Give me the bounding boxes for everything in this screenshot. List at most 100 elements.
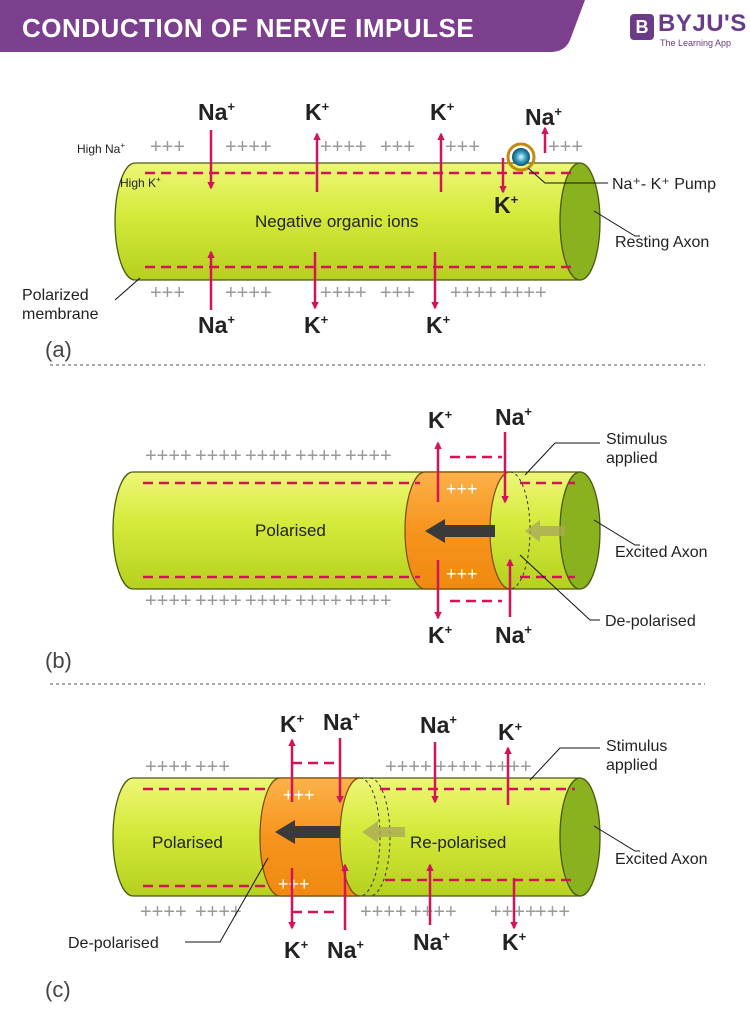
axon-body [112, 777, 581, 897]
plus-signs: +++ [446, 479, 478, 499]
ion-label-na: Na+ [495, 404, 532, 430]
plus-signs: ++++ [140, 901, 187, 923]
panel-b: ++++ ++++ ++++ ++++ ++++ ++++ ++++ ++++ … [45, 404, 708, 673]
ion-label-k: K+ [502, 929, 527, 955]
plus-signs: ++++ [145, 590, 192, 612]
plus-signs: +++ [535, 901, 570, 923]
plus-signs: ++++ [360, 901, 407, 923]
region-boundary [369, 777, 391, 897]
plus-signs: +++ [548, 136, 583, 158]
plus-signs: ++++ [345, 445, 392, 467]
plus-signs: ++++ [500, 282, 547, 304]
impulse-direction-arrow [275, 820, 340, 844]
plus-signs: ++++ [195, 901, 242, 923]
stimulus-label: Stimulus [606, 738, 667, 755]
plus-signs: +++ [278, 874, 310, 894]
panel-id: (b) [45, 648, 72, 673]
title-banner: CONDUCTION OF NERVE IMPULSE [0, 0, 585, 56]
axon-end [559, 777, 601, 897]
byjus-logo[interactable]: B BYJU'S The Learning App [630, 8, 746, 54]
ion-label-k: K+ [428, 407, 453, 433]
plus-signs: ++++ [195, 445, 242, 467]
ion-label-na: Na+ [323, 709, 360, 735]
plus-signs: ++++ [435, 756, 482, 778]
ion-label-na: Na+ [198, 312, 235, 338]
plus-signs: +++ [195, 756, 230, 778]
axon-leader-line [593, 519, 640, 546]
plus-signs: +++ [446, 564, 478, 584]
center-label: Negative organic ions [255, 212, 418, 231]
ion-label-k: K+ [494, 192, 519, 218]
plus-signs: ++++ [145, 445, 192, 467]
plus-signs: +++ [380, 136, 415, 158]
axon-end [559, 162, 601, 281]
axon-body [114, 162, 581, 281]
plus-signs: +++ [283, 785, 315, 805]
pump-label: Na⁺- K⁺ Pump [612, 176, 716, 193]
ion-label-k: K+ [304, 312, 329, 338]
axon-label: Excited Axon [615, 851, 708, 868]
polarised-label: Polarised [255, 521, 326, 540]
ion-label-na: Na+ [525, 104, 562, 130]
plus-signs: +++ [380, 282, 415, 304]
stimulus-label: applied [606, 450, 658, 467]
depol-label: De-polarised [68, 935, 159, 952]
plus-signs: ++++ [245, 445, 292, 467]
page-title: CONDUCTION OF NERVE IMPULSE [22, 13, 475, 43]
axon-end [559, 471, 601, 590]
plus-signs: +++ [150, 282, 185, 304]
ion-label-na: Na+ [495, 622, 532, 648]
plus-signs: ++++ [145, 756, 192, 778]
plus-signs: ++++ [295, 590, 342, 612]
ion-label-k: K+ [498, 719, 523, 745]
repolarised-label: Re-polarised [410, 833, 506, 852]
ion-label-na: Na+ [198, 99, 235, 125]
ion-label-na: Na+ [327, 937, 364, 963]
plus-signs: ++++ [195, 590, 242, 612]
ion-label-k: K+ [426, 312, 451, 338]
region-boundary [359, 777, 381, 897]
stimulus-label: applied [606, 757, 658, 774]
ion-label-k: K+ [280, 711, 305, 737]
high-na-label: High Na+ [77, 141, 125, 156]
panel-c: ++++ +++ ++++ ++++ ++++ ++++ ++++ ++++ +… [45, 709, 708, 1002]
stimulus-arrow [525, 520, 565, 542]
depol-leader-line [185, 857, 269, 943]
logo-tagline: The Learning App [660, 38, 732, 48]
depol-leader-line [519, 554, 600, 621]
plus-signs: ++++ [410, 901, 457, 923]
membrane-leader-line [114, 277, 141, 301]
plus-signs: ++++ [345, 590, 392, 612]
axon-leader-line [593, 210, 640, 237]
plus-signs: ++++ [225, 136, 272, 158]
pump-ring [506, 142, 536, 172]
ion-label-k: K+ [284, 937, 309, 963]
ion-label-k: K+ [428, 622, 453, 648]
axon-leader-line [593, 825, 640, 852]
impulse-direction-arrow [425, 519, 495, 543]
plus-signs: +++ [150, 136, 185, 158]
stimulus-arrow [362, 821, 405, 843]
logo-name: BYJU'S [658, 10, 747, 37]
panel-id: (c) [45, 977, 71, 1002]
membrane-label: Polarized [22, 287, 89, 304]
plus-signs: ++++ [320, 282, 367, 304]
pump-leader-line [527, 167, 608, 184]
stimulus-leader-line [524, 442, 600, 476]
stimulus-leader-line [529, 747, 600, 781]
stimulus-label: Stimulus [606, 431, 667, 448]
membrane-label: membrane [22, 306, 99, 323]
plus-signs: +++ [445, 136, 480, 158]
high-k-label: High K+ [120, 175, 161, 190]
plus-signs: ++++ [320, 136, 367, 158]
banner-shape [0, 0, 585, 52]
axon-label: Resting Axon [615, 234, 709, 251]
ion-label-na: Na+ [413, 929, 450, 955]
ion-label-k: K+ [305, 99, 330, 125]
plus-signs: ++++ [385, 756, 432, 778]
plus-signs: ++++ [245, 590, 292, 612]
ion-label-k: K+ [430, 99, 455, 125]
plus-signs: ++++ [295, 445, 342, 467]
logo-mark-icon: B [630, 14, 654, 40]
